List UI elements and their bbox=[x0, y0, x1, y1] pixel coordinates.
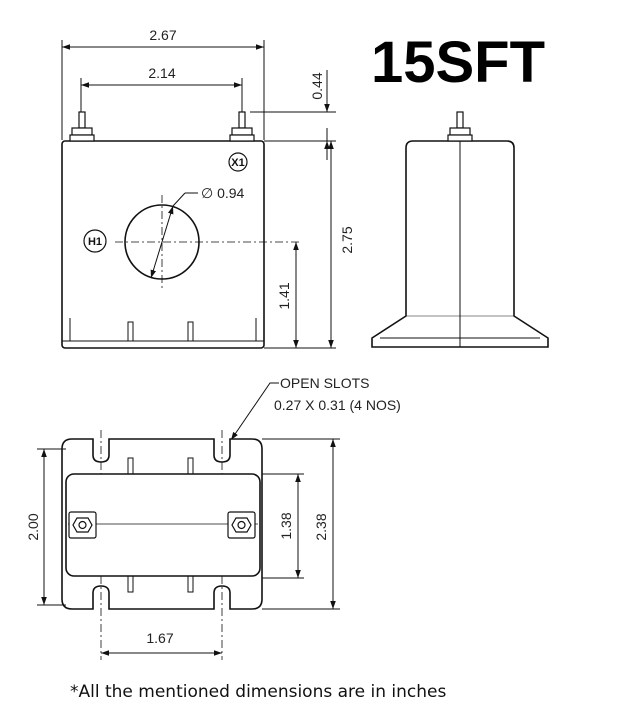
rib-mark bbox=[187, 575, 194, 593]
window-diameter-label: ∅ 0.94 bbox=[201, 185, 245, 201]
slot-spacing-label: 1.67 bbox=[146, 630, 173, 646]
terminal-h1-marker bbox=[83, 229, 107, 253]
rib-mark bbox=[127, 575, 134, 593]
overall-width-label: 2.67 bbox=[149, 27, 176, 43]
overall-depth-label: 2.38 bbox=[313, 513, 329, 540]
stud-height-label: 0.44 bbox=[309, 72, 325, 99]
model-title: 15SFT bbox=[371, 30, 545, 95]
hex-nut-right bbox=[227, 511, 256, 539]
terminal-x1-label: X1 bbox=[231, 157, 244, 169]
open-slots-leader bbox=[230, 382, 279, 441]
stud-spacing-label: 2.14 bbox=[148, 65, 175, 81]
open-slots-label-line1: OPEN SLOTS bbox=[280, 375, 369, 391]
base-slot bbox=[127, 321, 134, 342]
body-top-outline bbox=[65, 473, 261, 577]
base-slot bbox=[187, 321, 194, 342]
bottom-view: OPEN SLOTS 0.27 X 0.31 (4 NOS) bbox=[25, 375, 401, 660]
rib-mark bbox=[187, 457, 194, 475]
stud-row-label: 1.38 bbox=[278, 512, 294, 539]
side-stud bbox=[447, 111, 473, 142]
window-diameter-line bbox=[150, 205, 174, 279]
stud-left bbox=[69, 111, 95, 142]
terminal-h1-label: H1 bbox=[88, 236, 102, 248]
base-width-label: 2.00 bbox=[25, 513, 41, 540]
open-slots-label-line2: 0.27 X 0.31 (4 NOS) bbox=[274, 397, 401, 413]
window-diameter-leader bbox=[172, 192, 186, 207]
side-view bbox=[371, 111, 549, 348]
window-height-label: 1.41 bbox=[276, 282, 292, 309]
overall-height-label: 2.75 bbox=[339, 226, 355, 253]
dimensions-note: *All the mentioned dimensions are in inc… bbox=[70, 682, 446, 702]
front-view: 2.67 2.14 0.44 2 bbox=[61, 27, 355, 349]
terminal-x1-marker bbox=[228, 152, 248, 172]
hex-nut-left bbox=[68, 511, 97, 539]
rib-mark bbox=[127, 457, 134, 475]
stud-right bbox=[229, 111, 255, 142]
